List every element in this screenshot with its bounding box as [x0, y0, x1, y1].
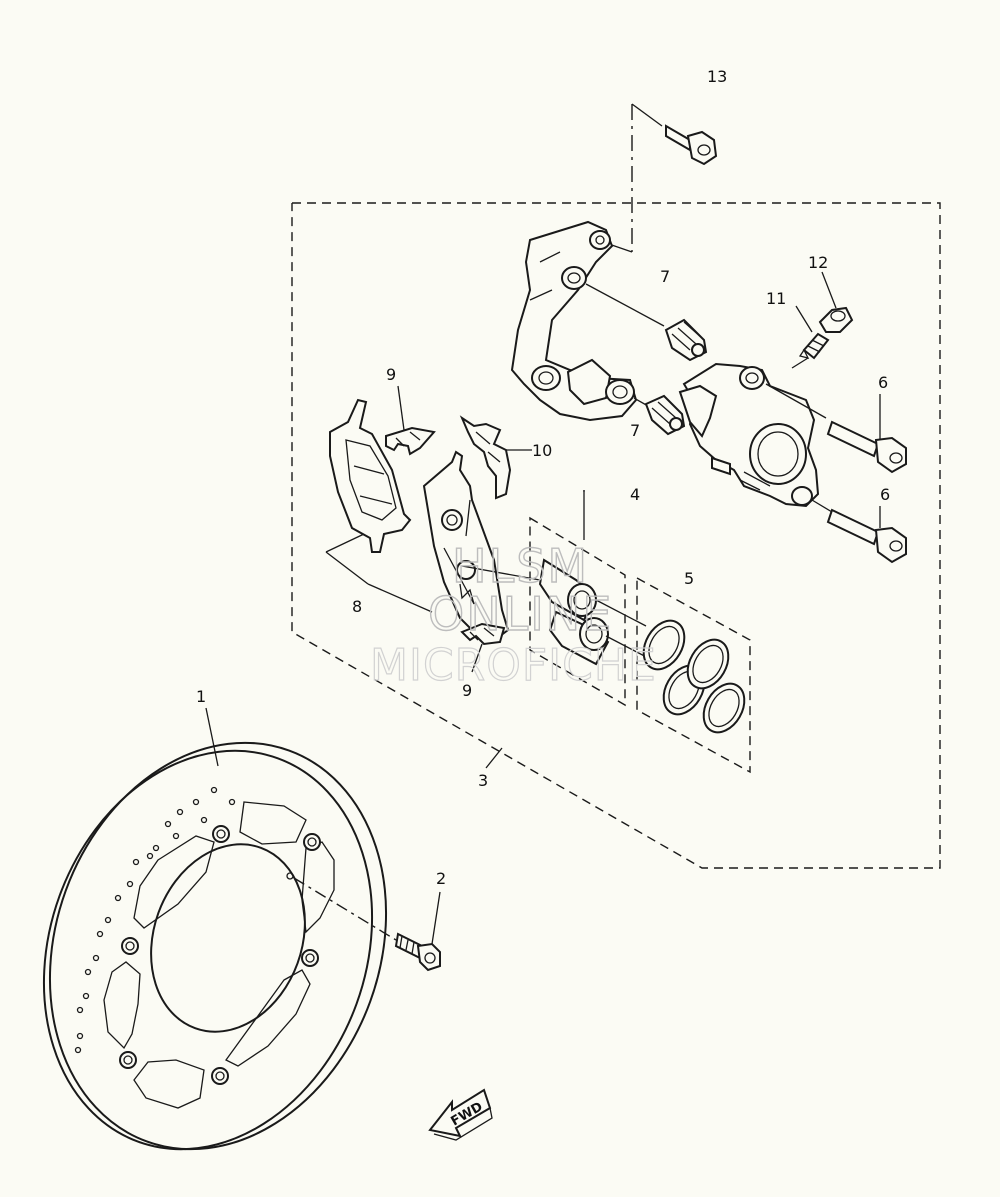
watermark-line1: HLSM	[452, 539, 589, 593]
caliper-body	[678, 362, 833, 513]
callout-13: 13	[707, 67, 727, 86]
part-6-bolt-lower	[826, 508, 907, 564]
part-4-piston-lower	[548, 610, 610, 666]
callout-1: 1	[196, 687, 206, 706]
part-8-brake-pad-rear	[329, 398, 412, 553]
callout-9-lower: 9	[462, 681, 472, 700]
watermark-line3: MICROFICHE	[370, 640, 657, 691]
callout-8: 8	[352, 597, 362, 616]
callout-6-upper: 6	[878, 373, 888, 392]
piston-kit-outline	[529, 516, 626, 707]
part-11-bleed-screw	[798, 332, 830, 360]
fwd-arrow: FWD	[428, 1088, 493, 1141]
part-1-brake-disc	[42, 741, 388, 1151]
callout-3: 3	[478, 771, 488, 790]
part-12-cap	[818, 306, 854, 333]
callout-4: 4	[630, 485, 640, 504]
callout-7-upper: 7	[660, 267, 670, 286]
part-7-boot-upper	[664, 318, 708, 362]
part-13-bolt	[665, 124, 718, 166]
part-9-pad-clip-lower	[460, 622, 506, 646]
seal-kit-outline	[636, 576, 751, 774]
callout-2: 2	[436, 869, 446, 888]
part-5-seals	[642, 619, 746, 734]
part-7-boot-lower	[644, 394, 686, 436]
leader-8	[325, 533, 365, 553]
part-10-pad-spring	[459, 415, 512, 500]
part-6-bolt-upper	[826, 420, 907, 474]
callout-9-upper: 9	[386, 365, 396, 384]
callout-7-lower: 7	[630, 421, 640, 440]
watermark-line2: ONLINE	[428, 587, 613, 641]
caliper-bracket	[510, 220, 638, 422]
assembly-outline	[291, 202, 941, 869]
callout-12: 12	[808, 253, 828, 272]
part-9-pad-clip-upper	[385, 426, 436, 456]
part-4-piston-upper	[538, 558, 598, 622]
callout-11: 11	[766, 289, 786, 308]
part-2-disc-bolt	[394, 932, 441, 972]
callout-10: 10	[532, 441, 552, 460]
callout-5: 5	[684, 569, 694, 588]
callout-6-lower: 6	[880, 485, 890, 504]
part-8-brake-pad-front	[422, 450, 510, 638]
